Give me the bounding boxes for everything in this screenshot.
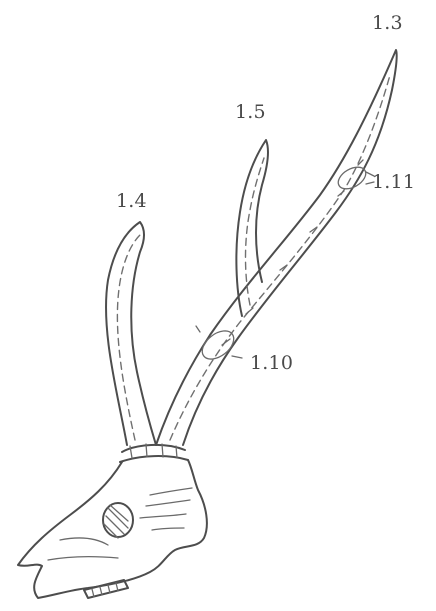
upper-beam-mark (335, 163, 374, 194)
skull (18, 460, 207, 598)
beam-label-upper: 1.11 (372, 171, 415, 193)
tine-label-top: 1.3 (372, 12, 403, 34)
left-tine (106, 222, 156, 445)
main-beam (156, 50, 397, 445)
pedicle-band (120, 444, 188, 462)
middle-tine (236, 140, 268, 316)
tine-label-left: 1.4 (116, 190, 147, 212)
tine-label-middle: 1.5 (235, 101, 266, 123)
beam-label-lower: 1.10 (250, 352, 293, 374)
